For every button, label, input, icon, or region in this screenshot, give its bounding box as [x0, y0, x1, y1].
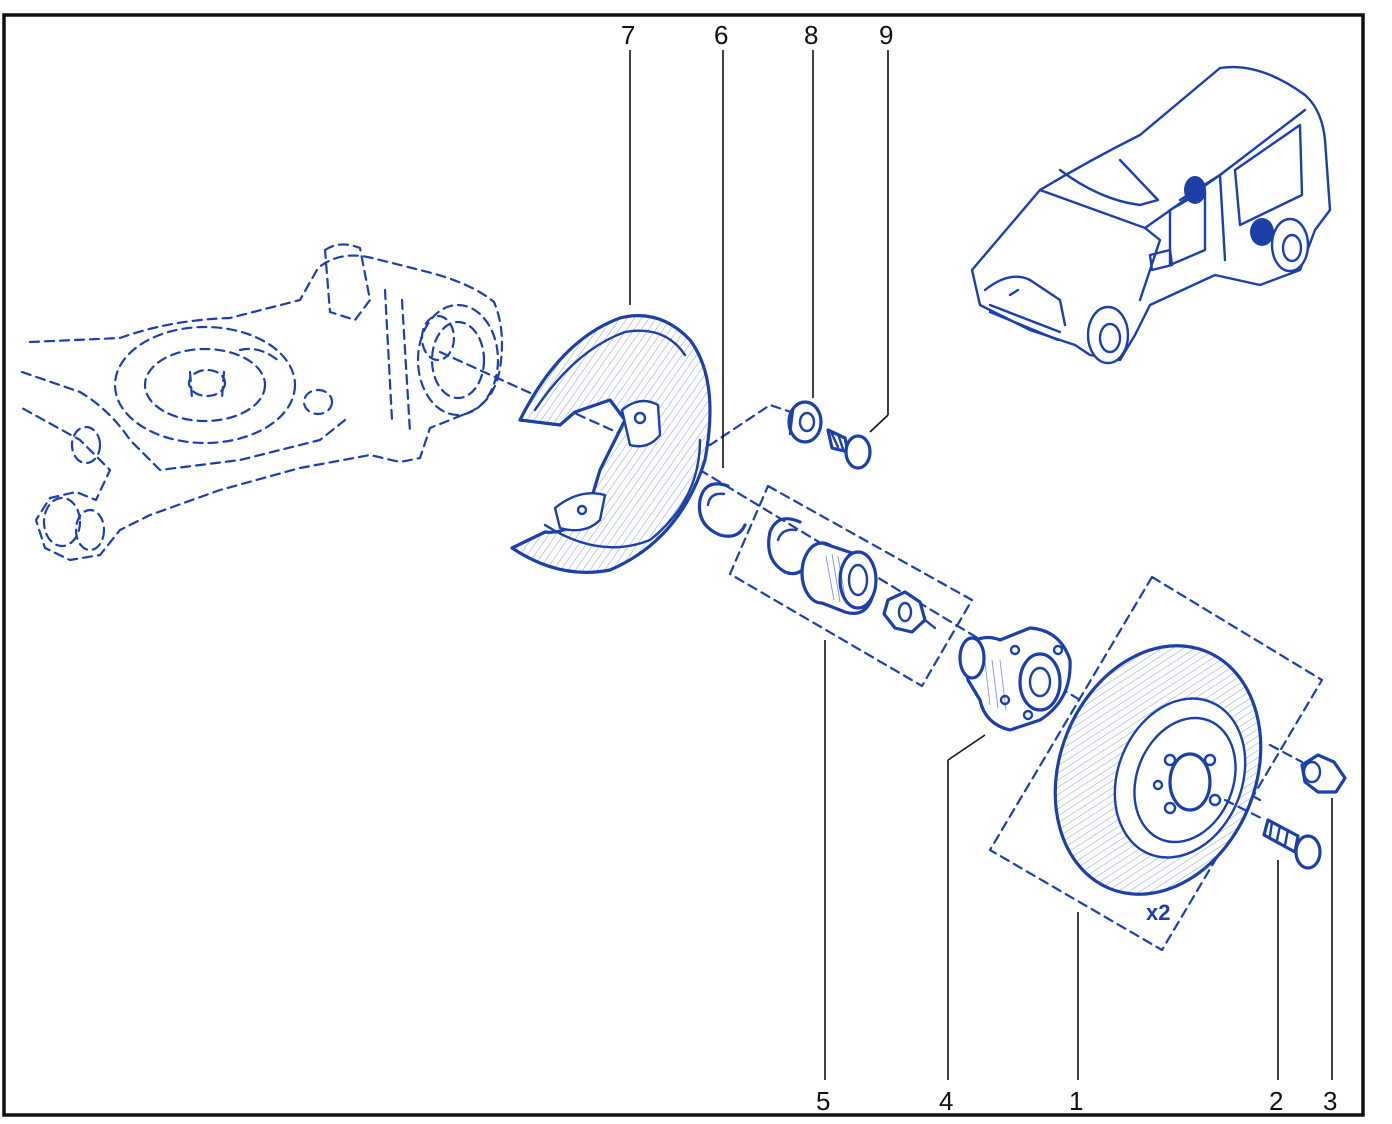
washer: [787, 400, 823, 444]
rear-axle-arm-icon: [20, 243, 504, 562]
backing-plate-bolt: [826, 428, 872, 470]
drawing-frame: [2, 13, 1365, 1117]
disc-screw: [1223, 798, 1322, 870]
brake-backing-plate: [510, 314, 712, 574]
wheel-hub: [958, 626, 1072, 732]
callout-9: 9: [879, 20, 893, 50]
callout-1: 1: [1069, 1086, 1083, 1116]
circlip-pair: [697, 482, 810, 576]
front-wheel-marker: [1184, 176, 1206, 204]
quantity-multiplier: x2: [1146, 900, 1170, 925]
callout-8: 8: [804, 20, 818, 50]
callout-7: 7: [621, 20, 635, 50]
brake-disc-assembly: x2: [988, 575, 1324, 952]
van-location-icon: [970, 65, 1332, 365]
wheel-nut: [1268, 743, 1347, 794]
wheel-bearing-kit: [728, 484, 974, 688]
callout-2: 2: [1269, 1086, 1283, 1116]
rear-wheel-marker: [1250, 218, 1274, 246]
callout-4: 4: [939, 1086, 953, 1116]
callout-5: 5: [816, 1086, 830, 1116]
leader-lines: [629, 50, 1333, 1080]
callout-6: 6: [714, 20, 728, 50]
callout-3: 3: [1323, 1086, 1337, 1116]
hub-nut: [882, 590, 937, 634]
callout-labels: 7 6 8 9 5 4 1 2 3: [621, 20, 1337, 1116]
